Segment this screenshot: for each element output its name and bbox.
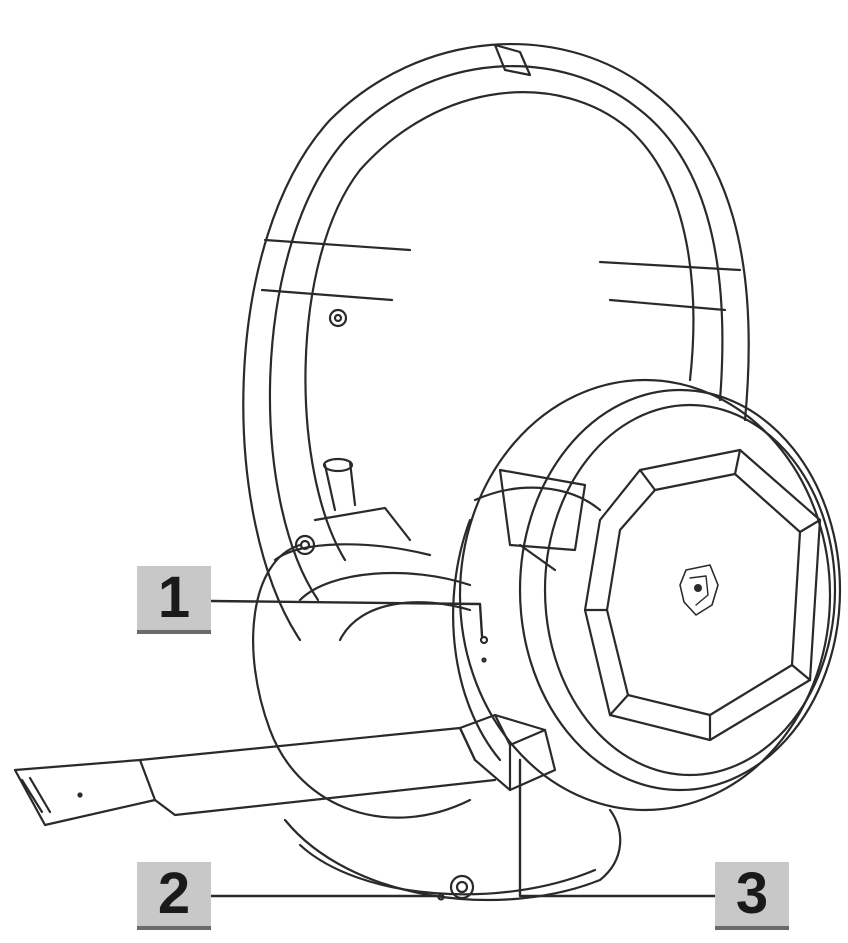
callout-2: 2 (137, 862, 211, 930)
microphone-boom (13, 713, 557, 827)
callout-1-label: 1 (157, 565, 191, 630)
port-led (437, 893, 445, 901)
left-earcup (252, 457, 472, 819)
leader-lines (209, 599, 717, 898)
leader-line-1 (209, 599, 484, 638)
dragon-shield-logo-icon (679, 564, 719, 616)
callout-3: 3 (715, 862, 789, 930)
leader-line-3 (518, 758, 717, 898)
earcup-bottom (283, 808, 622, 902)
callout-1: 1 (137, 566, 211, 634)
hex-plate (583, 448, 822, 742)
left-screw (294, 534, 316, 556)
port-1-marker (479, 635, 489, 663)
right-earcup (452, 378, 842, 812)
headband (242, 43, 750, 642)
headband-screw (328, 308, 348, 328)
callout-3-label: 3 (735, 861, 769, 926)
audio-jack-icon (449, 874, 475, 900)
callout-2-label: 2 (157, 861, 191, 926)
